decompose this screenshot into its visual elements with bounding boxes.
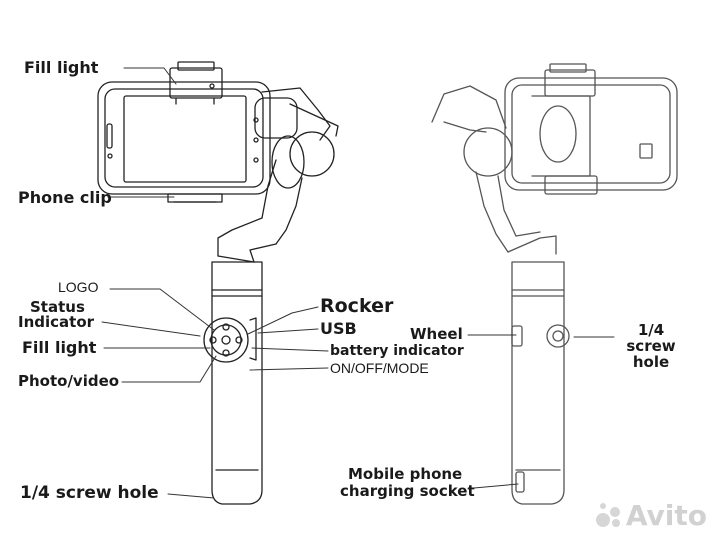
avito-watermark: Avito <box>595 499 707 532</box>
watermark-text: Avito <box>625 499 707 532</box>
label-fill-light-top: Fill light <box>24 58 99 77</box>
leader-lines <box>101 67 615 499</box>
label-screw-hole-left: 1/4 screw hole <box>20 483 159 503</box>
label-indicator: Indicator <box>18 313 95 331</box>
label-wheel: Wheel <box>410 325 463 343</box>
label-usb: USB <box>320 319 357 338</box>
right-gimbal-arms-drawing <box>431 85 577 255</box>
label-photo-video: Photo/video <box>18 372 120 390</box>
label-logo: LOGO <box>58 279 99 295</box>
label-battery-indicator: battery indicator <box>330 343 464 359</box>
avito-logo-icon <box>595 502 622 529</box>
label-on-off-mode: ON/OFF/MODE <box>330 360 429 376</box>
label-rocker: Rocker <box>320 295 394 317</box>
label-mobile-phone: Mobile phone <box>348 465 463 483</box>
right-handle-drawing <box>511 261 570 505</box>
label-charging-socket: charging socket <box>340 482 475 500</box>
left-phone-drawing <box>97 81 271 195</box>
left-fill-light-drawing <box>169 61 223 105</box>
left-phone-clip-drawing <box>167 193 223 203</box>
label-phone-clip: Phone clip <box>18 188 112 207</box>
label-screw-hole-right: 1/4 screw hole <box>626 321 676 371</box>
label-status: Status <box>30 298 85 316</box>
label-fill-light: Fill light <box>22 338 97 357</box>
right-phone-drawing <box>504 63 678 195</box>
left-handle-drawing <box>203 261 263 505</box>
left-gimbal-arms-drawing <box>217 87 339 263</box>
